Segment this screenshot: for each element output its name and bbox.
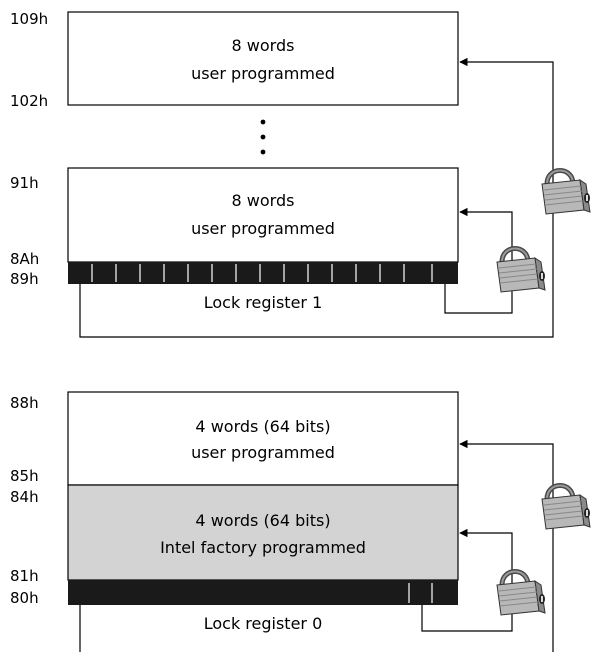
lock-0-outer-connector [459,439,554,652]
padlock-icon [497,249,545,293]
block-88h-85h [67,391,459,486]
block-88h-desc: user programmed [191,443,335,462]
addr-88h: 88h [10,394,39,412]
upper-section: 109h 102h 8 words user programmed 91h 8A… [10,10,590,338]
block-84h-desc: Intel factory programmed [160,538,366,557]
addr-91h: 91h [10,174,39,192]
padlock-icon [542,171,590,215]
lock-0-inner-connector [421,528,513,632]
block-91h-desc: user programmed [191,219,335,238]
addr-89h: 89h [10,270,39,288]
lock-register-0-label: Lock register 0 [204,614,323,633]
addr-81h: 81h [10,567,39,585]
block-91h-words: 8 words [232,191,295,210]
addr-109h: 109h [10,10,48,28]
ellipsis-dots [260,119,266,155]
lock-register-0-bar [68,580,458,605]
block-109h-102h [67,11,459,106]
lock-register-1-label: Lock register 1 [204,293,323,312]
block-84h-81h-factory [67,484,459,581]
block-84h-words: 4 words (64 bits) [195,511,330,530]
block-91h-8Ah [67,167,459,263]
addr-8Ah: 8Ah [10,250,39,268]
block-88h-words: 4 words (64 bits) [195,417,330,436]
block-109h-words: 8 words [232,36,295,55]
block-109h-desc: user programmed [191,64,335,83]
addr-85h: 85h [10,467,39,485]
addr-84h: 84h [10,488,39,506]
lock-1-inner-connector [444,207,513,314]
addr-102h: 102h [10,92,48,110]
padlock-icon [542,486,590,530]
lock-1-outer-connector [79,57,554,338]
lock-register-1-bar [68,262,458,284]
lower-section: 88h 85h 84h 81h 80h 4 words (64 bits) us… [10,391,590,652]
padlock-icon [497,572,545,616]
addr-80h: 80h [10,589,39,607]
